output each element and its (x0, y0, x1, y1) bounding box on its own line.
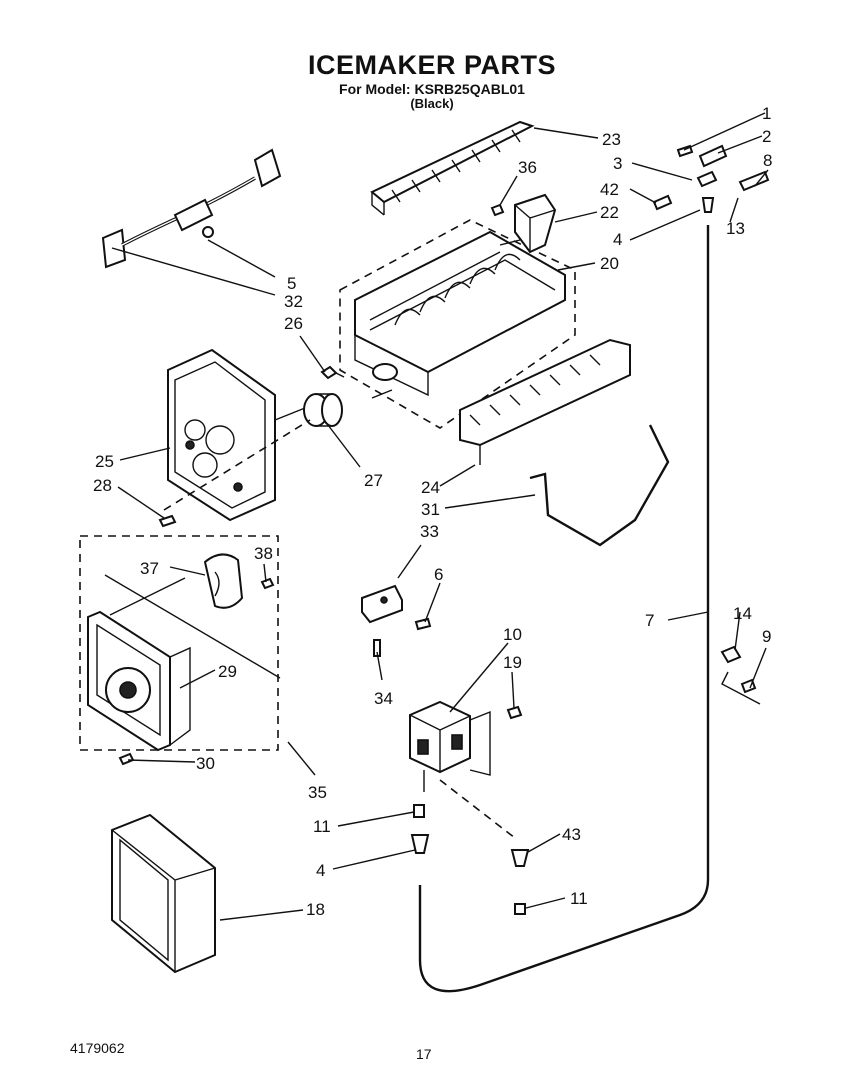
page-number: 17 (416, 1046, 432, 1062)
control-housing-part (167, 348, 306, 522)
cover-bracket-part (514, 193, 557, 254)
callout-18: 18 (306, 900, 325, 919)
module-assembly-frame (79, 535, 279, 751)
callout-27: 27 (364, 471, 383, 490)
callout-5: 5 (287, 274, 296, 293)
control-module-part (87, 574, 281, 752)
stripper-part (459, 338, 631, 465)
callout-6: 6 (434, 565, 443, 584)
callout-35: 35 (308, 783, 327, 802)
document-number: 4179062 (70, 1040, 125, 1056)
callout-36: 36 (518, 158, 537, 177)
callout-4-top: 4 (613, 230, 622, 249)
feeler-arm-part (370, 120, 535, 216)
callout-37: 37 (140, 559, 159, 578)
callout-11-right: 11 (570, 889, 588, 908)
filter-box-part (111, 813, 216, 974)
callout-26: 26 (284, 314, 303, 333)
ice-mold-part (339, 219, 576, 429)
callout-28: 28 (93, 476, 112, 495)
clip-part (320, 365, 345, 380)
callout-10: 10 (503, 625, 522, 644)
callout-11-left: 11 (313, 817, 331, 836)
callout-42: 42 (600, 180, 619, 199)
color-line: (Black) (410, 96, 454, 111)
callout-8: 8 (763, 151, 772, 170)
callout-19: 19 (503, 653, 522, 672)
switch-cover-part (361, 584, 403, 624)
callout-34: 34 (374, 689, 393, 708)
callout-2: 2 (762, 127, 771, 146)
shutoff-arm-part (529, 424, 670, 547)
fasteners (118, 144, 770, 915)
callout-23: 23 (602, 130, 621, 149)
leader-lines (111, 112, 769, 921)
page-title: ICEMAKER PARTS (307, 50, 556, 80)
callout-29: 29 (218, 662, 237, 681)
wire-harness-part (101, 148, 282, 269)
callout-30: 30 (196, 754, 215, 773)
motor-part (203, 553, 244, 609)
callout-33: 33 (420, 522, 439, 541)
callout-1: 1 (762, 104, 771, 123)
callout-9: 9 (762, 627, 771, 646)
callout-13: 13 (726, 219, 745, 238)
callout-20: 20 (600, 254, 619, 273)
callout-25: 25 (95, 452, 114, 471)
mold-heater-motor-part (303, 393, 343, 427)
water-tube-part (418, 225, 710, 993)
callout-labels: 1 2 3 8 42 4 13 23 36 22 20 5 32 26 27 2… (93, 104, 772, 919)
callout-4-bottom: 4 (316, 861, 325, 880)
model-line: For Model: KSRB25QABL01 (339, 81, 525, 97)
water-valve-part (409, 700, 491, 792)
callout-43: 43 (562, 825, 581, 844)
callout-7: 7 (645, 611, 654, 630)
callout-32: 32 (284, 292, 303, 311)
callout-3: 3 (613, 154, 622, 173)
callout-22: 22 (600, 203, 619, 222)
callout-14: 14 (733, 604, 752, 623)
callout-31: 31 (421, 500, 440, 519)
callout-38: 38 (254, 544, 273, 563)
callout-24: 24 (421, 478, 440, 497)
